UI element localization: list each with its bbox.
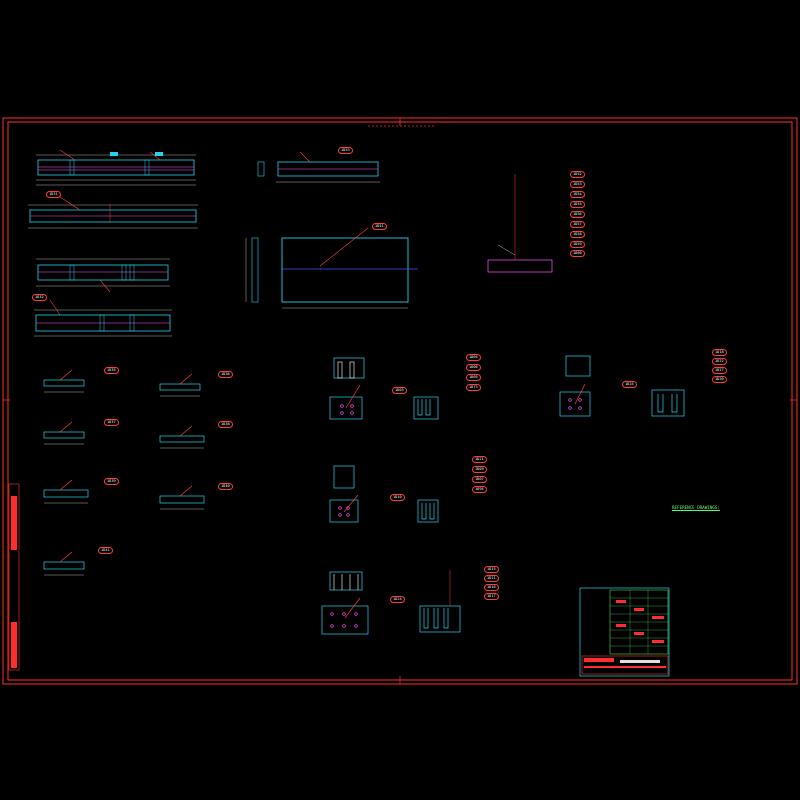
revision-strip xyxy=(8,483,20,671)
bracket-tag: 1D03 xyxy=(392,387,407,394)
border-ticks xyxy=(3,118,797,684)
bracket-tag: 1D27 xyxy=(712,367,727,374)
bracket-d xyxy=(321,570,461,635)
beam-elevation-2 xyxy=(28,196,198,229)
beam-tag: 1D31 xyxy=(46,191,61,198)
reference-title: REFERENCE DRAWINGS: xyxy=(672,505,720,510)
bracket-tag: 1D94 xyxy=(472,486,487,493)
bracket-tag: 1D04 xyxy=(466,354,481,361)
list-item: 1D56 xyxy=(570,211,585,218)
list-item: 1D59 xyxy=(570,241,585,248)
plate-tag: 1D51 xyxy=(372,223,387,230)
part-tag: 1D39 xyxy=(104,478,119,485)
bracket-tag: 1D17 xyxy=(484,593,499,600)
bracket-tag: 1D05 xyxy=(466,374,481,381)
list-item: 1D60 xyxy=(570,250,585,257)
part-tag: 1D36 xyxy=(218,371,233,378)
list-item: 1D52 xyxy=(570,171,585,178)
bracket-tag: 1D25 xyxy=(622,381,637,388)
bracket-tag: 1D11 xyxy=(484,575,499,582)
bracket-tag: 1D15 xyxy=(484,566,499,573)
bracket-tag: 1D22 xyxy=(712,358,727,365)
part-tag: 1D40 xyxy=(218,483,233,490)
part-tag: 1D37 xyxy=(104,419,119,426)
bracket-tag: 1D24 xyxy=(390,596,405,603)
bracket-tag: 1D10 xyxy=(390,494,405,501)
small-parts xyxy=(43,369,205,576)
beam-elevation-4 xyxy=(34,299,172,337)
plate-strip xyxy=(257,151,380,183)
bracket-tag: 1D21 xyxy=(472,456,487,463)
list-item: 1D53 xyxy=(570,181,585,188)
bracket-tag: 1D16 xyxy=(484,584,499,591)
list-item: 1D54 xyxy=(570,191,585,198)
bracket-c xyxy=(329,465,439,523)
beam-elevation-1 xyxy=(36,149,196,186)
title-block xyxy=(579,587,670,677)
bracket-tag: 1D73 xyxy=(466,384,481,391)
bracket-tag: 1D18 xyxy=(712,349,727,356)
part-tag: 1D41 xyxy=(98,547,113,554)
bracket-tag: 1D06 xyxy=(466,364,481,371)
beam-tag: 1D32 xyxy=(32,294,47,301)
flat-plate xyxy=(487,174,553,273)
beam-elevation-3 xyxy=(36,258,170,293)
list-item: 1D57 xyxy=(570,221,585,228)
plate-tag: 1D53 xyxy=(338,147,353,154)
list-item: 1D55 xyxy=(570,201,585,208)
list-item: 1D58 xyxy=(570,231,585,238)
large-plate xyxy=(245,227,418,309)
bracket-tag: 1D07 xyxy=(472,476,487,483)
bracket-tag: 1D20 xyxy=(712,376,727,383)
part-tag: 1D38 xyxy=(218,421,233,428)
bracket-a xyxy=(329,357,439,420)
part-tag: 1D35 xyxy=(104,367,119,374)
bracket-b xyxy=(559,355,685,417)
bracket-tag: 1D09 xyxy=(472,466,487,473)
